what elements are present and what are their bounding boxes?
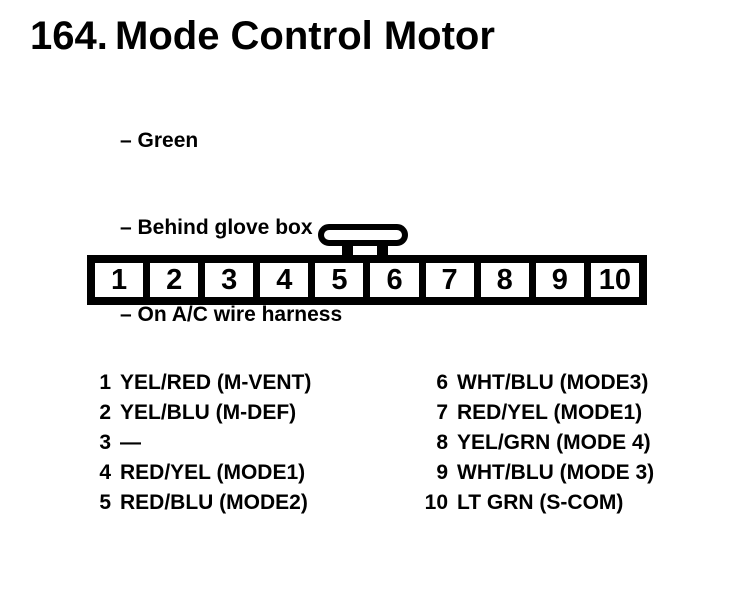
connector-pin-cell: 2: [150, 263, 199, 297]
pin-number: 4: [99, 461, 111, 484]
connector-pin-cell: 6: [370, 263, 419, 297]
pinout-row: 10 LT GRN (S-COM): [420, 488, 654, 518]
note-line: – Green: [120, 129, 199, 152]
pin-wire-label: YEL/GRN (MODE 4): [457, 431, 651, 454]
pinout-row: 1 YEL/RED (M-VENT): [96, 368, 311, 398]
pinout-row: 5 RED/BLU (MODE2): [96, 488, 311, 518]
pinout-row: 6 WHT/BLU (MODE3): [420, 368, 654, 398]
pin-number: 10: [424, 491, 448, 514]
lock-tab-leg-left: [342, 243, 353, 257]
lock-tab-leg-right: [377, 243, 388, 257]
pin-wire-label: RED/YEL (MODE1): [457, 401, 643, 424]
pinout-column-right: 6 WHT/BLU (MODE3) 7 RED/YEL (MODE1) 8 YE…: [420, 368, 655, 518]
pinout-row: 9 WHT/BLU (MODE 3): [420, 458, 654, 488]
connector-pin-cell: 7: [425, 263, 474, 297]
figure-number: 164.: [30, 14, 108, 58]
connector-pin-cell: 9: [535, 263, 584, 297]
connector-lock-tab: [318, 224, 408, 246]
connector-pin-cell: 3: [205, 263, 254, 297]
pinout-row: 8 YEL/GRN (MODE 4): [420, 428, 654, 458]
pin-wire-label: WHT/BLU (MODE 3): [457, 461, 655, 484]
pinout-row: 4 RED/YEL (MODE1): [96, 458, 311, 488]
connector-pin-cell: 5: [315, 263, 364, 297]
pin-wire-label: WHT/BLU (MODE3): [457, 371, 649, 394]
connector-pin-cell: 1: [95, 263, 144, 297]
pin-wire-label: —: [120, 431, 141, 454]
pinout-row: 2 YEL/BLU (M-DEF): [96, 398, 311, 428]
pin-wire-label: YEL/RED (M-VENT): [120, 371, 312, 394]
pin-number: 9: [436, 461, 448, 484]
pin-number: 5: [99, 491, 111, 514]
pin-number: 8: [436, 431, 448, 454]
pin-wire-label: LT GRN (S-COM): [457, 491, 624, 514]
pinout-row: 7 RED/YEL (MODE1): [420, 398, 654, 428]
connector-pin-cell: 10: [590, 263, 639, 297]
pin-wire-label: RED/BLU (MODE2): [120, 491, 308, 514]
pin-number: 2: [99, 401, 111, 424]
figure-header: 164. Mode Control Motor: [30, 14, 495, 59]
page-title: Mode Control Motor: [115, 14, 495, 58]
note-line: – On A/C wire harness: [120, 303, 343, 326]
pin-wire-label: RED/YEL (MODE1): [120, 461, 306, 484]
pinout-row: 3 —: [96, 428, 311, 458]
connector-pin-cell: 4: [260, 263, 309, 297]
connector-body: 1 2 3 4 5 6 7 8 9 10: [87, 255, 647, 305]
pin-number: 6: [436, 371, 448, 394]
connector-pin-cell: 8: [480, 263, 529, 297]
pin-number: 7: [436, 401, 448, 424]
location-notes: – Green – Behind glove box – On A/C wire…: [120, 68, 342, 387]
pin-number: 3: [99, 431, 111, 454]
pinout-column-left: 1 YEL/RED (M-VENT) 2 YEL/BLU (M-DEF) 3 —…: [96, 368, 311, 518]
pin-wire-label: YEL/BLU (M-DEF): [120, 401, 297, 424]
note-line: – Behind glove box: [120, 216, 313, 239]
pin-number: 1: [99, 371, 111, 394]
